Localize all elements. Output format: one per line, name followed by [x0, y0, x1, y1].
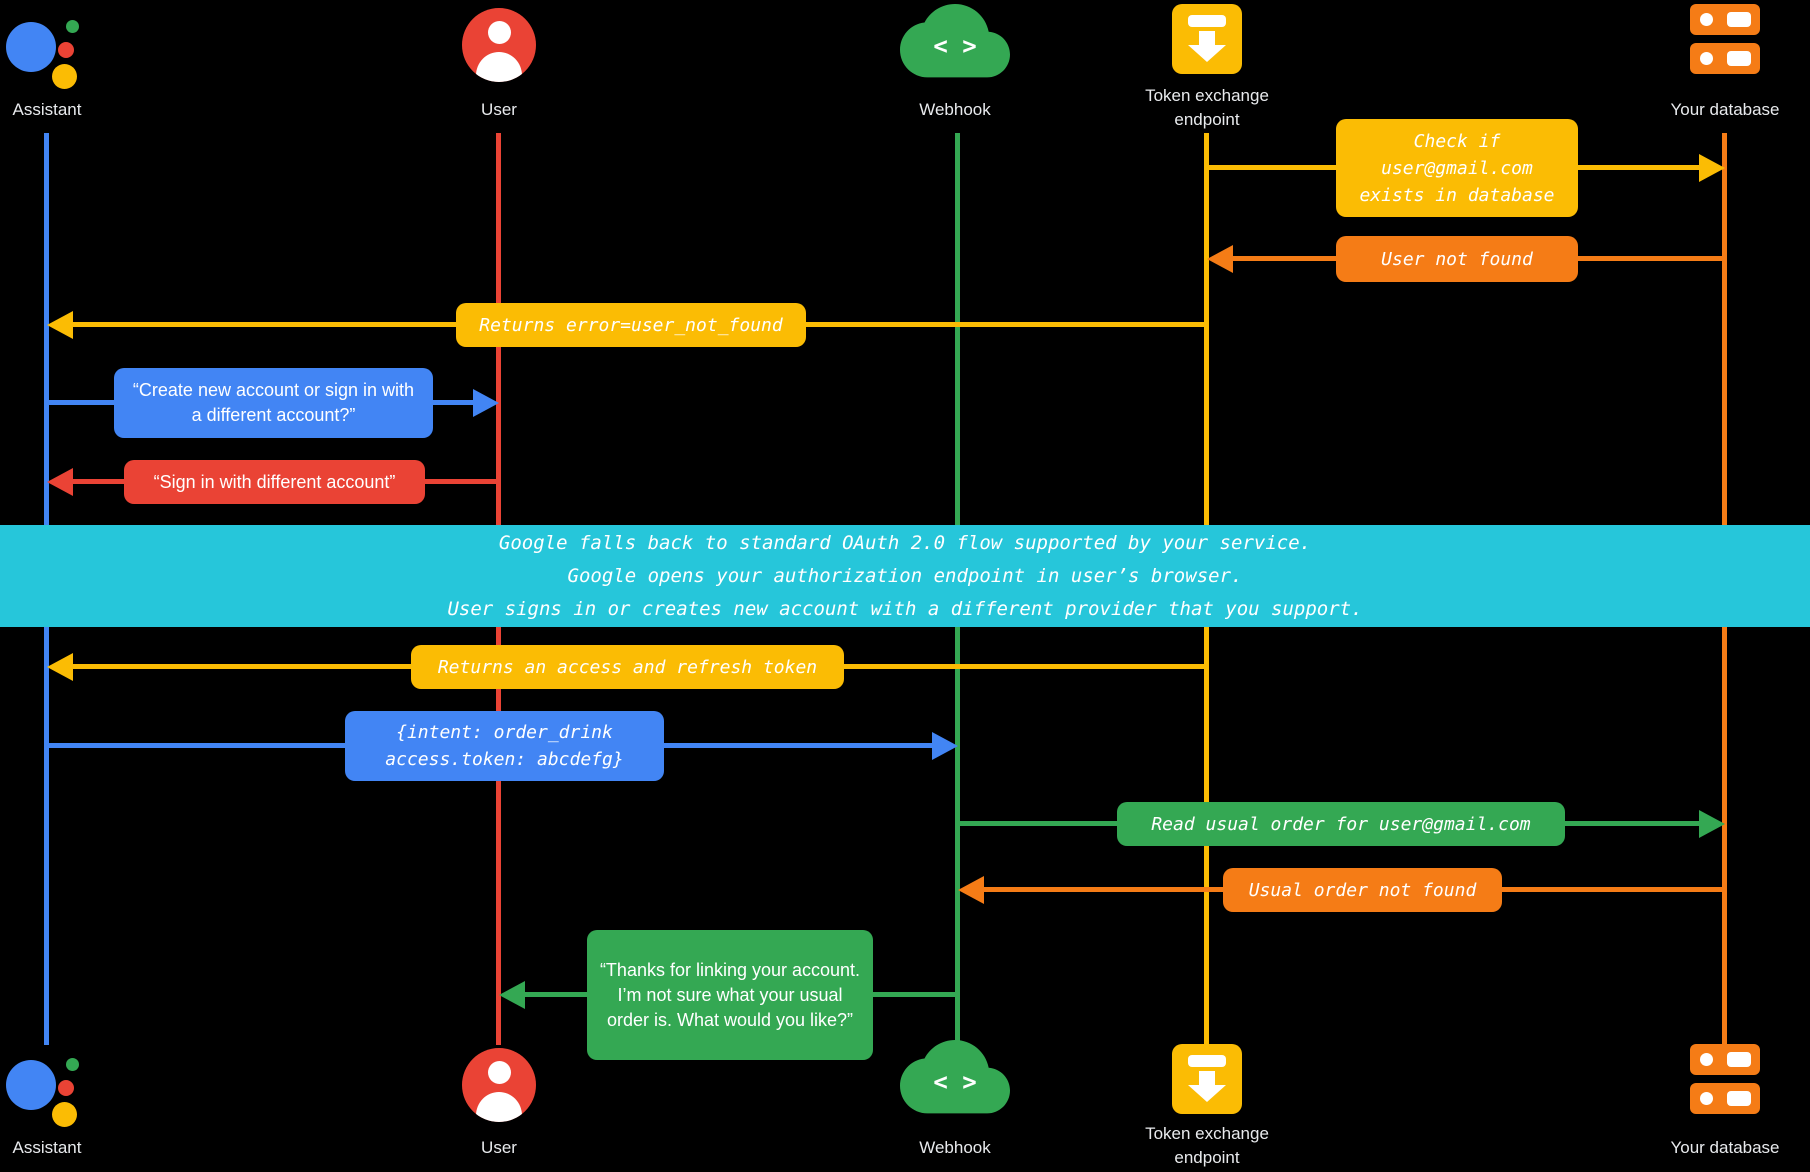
- cloud-shape: [900, 4, 1010, 78]
- actor-label-webhook: Webhook: [919, 100, 991, 119]
- cloud-shape: [900, 1040, 1010, 1114]
- database-icon: [1690, 1044, 1760, 1114]
- assistant-blue-dot: [6, 1060, 56, 1110]
- database-led-dot: [1700, 13, 1713, 26]
- user-icon: [462, 8, 536, 82]
- message-intent-order-drink: {intent: order_drink access.token: abcde…: [345, 711, 664, 781]
- database-row: [1690, 1044, 1760, 1075]
- arrowhead: [47, 311, 73, 339]
- assistant-yellow-dot: [52, 64, 77, 89]
- user-icon: [462, 1048, 536, 1122]
- assistant-green-dot: [66, 20, 79, 33]
- banner-text: Google falls back to standard OAuth 2.0 …: [447, 531, 1363, 620]
- message-user-not-found: User not found: [1336, 236, 1578, 282]
- token-arrow-stem: [1199, 1071, 1215, 1085]
- message-check-user-exists: Check if user@gmail.com exists in databa…: [1336, 119, 1578, 217]
- database-led-dot: [1700, 1053, 1713, 1066]
- message-returns-tokens: Returns an access and refresh token: [411, 645, 844, 689]
- database-led-dot: [1700, 1092, 1713, 1105]
- arrowhead: [958, 876, 984, 904]
- arrowhead: [47, 468, 73, 496]
- message-create-account-prompt: “Create new account or sign in with a di…: [114, 368, 433, 438]
- webhook-cloud-icon: < >: [900, 4, 1010, 82]
- user-body-shape: [476, 1092, 522, 1122]
- database-slot: [1727, 12, 1751, 27]
- actor-label-user: User: [481, 100, 517, 119]
- actor-label-token-exchange: Token exchange endpoint: [1145, 86, 1269, 129]
- token-bar-shape: [1188, 1055, 1226, 1067]
- code-brackets-glyph: < >: [933, 1068, 977, 1096]
- code-brackets-glyph: < >: [933, 32, 977, 60]
- webhook-cloud-icon: < >: [900, 1040, 1010, 1118]
- actor-label-webhook-bottom: Webhook: [919, 1138, 991, 1157]
- message-returns-error: Returns error=user_not_found: [456, 303, 806, 347]
- google-assistant-icon: [4, 6, 92, 94]
- actor-label-database: Your database: [1670, 100, 1780, 119]
- actor-label-database-bottom: Your database: [1670, 1138, 1780, 1157]
- arrowhead: [499, 981, 525, 1009]
- user-head-shape: [488, 1061, 511, 1084]
- user-head-shape: [488, 21, 511, 44]
- database-slot: [1727, 51, 1751, 66]
- google-assistant-icon: [4, 1044, 92, 1132]
- arrowhead: [932, 732, 958, 760]
- oauth-fallback-banner: Google falls back to standard OAuth 2.0 …: [0, 525, 1810, 627]
- assistant-green-dot: [66, 1058, 79, 1071]
- arrowhead: [47, 653, 73, 681]
- actor-label-assistant-bottom: Assistant: [12, 1138, 82, 1157]
- message-sign-in-different-account: “Sign in with different account”: [124, 460, 425, 504]
- database-slot: [1727, 1091, 1751, 1106]
- token-exchange-icon: [1172, 4, 1242, 74]
- actor-label-assistant: Assistant: [12, 100, 82, 119]
- actor-label-user-bottom: User: [481, 1138, 517, 1157]
- database-row: [1690, 1083, 1760, 1114]
- assistant-yellow-dot: [52, 1102, 77, 1127]
- arrowhead: [1207, 245, 1233, 273]
- arrowhead: [1699, 154, 1725, 182]
- token-arrow-tip: [1188, 45, 1226, 62]
- token-arrow-stem: [1199, 31, 1215, 45]
- assistant-blue-dot: [6, 22, 56, 72]
- message-usual-order-not-found: Usual order not found: [1223, 868, 1502, 912]
- database-row: [1690, 43, 1760, 74]
- token-arrow-tip: [1188, 1085, 1226, 1102]
- message-thanks-for-linking: “Thanks for linking your account. I’m no…: [587, 930, 873, 1060]
- user-body-shape: [476, 52, 522, 82]
- arrowhead: [473, 389, 499, 417]
- actor-label-token-exchange-bottom: Token exchange endpoint: [1145, 1124, 1269, 1167]
- message-read-usual-order: Read usual order for user@gmail.com: [1117, 802, 1565, 846]
- database-slot: [1727, 1052, 1751, 1067]
- assistant-red-dot: [58, 1080, 74, 1096]
- database-led-dot: [1700, 52, 1713, 65]
- token-exchange-icon: [1172, 1044, 1242, 1114]
- assistant-red-dot: [58, 42, 74, 58]
- arrowhead: [1699, 810, 1725, 838]
- database-icon: [1690, 4, 1760, 74]
- database-row: [1690, 4, 1760, 35]
- token-bar-shape: [1188, 15, 1226, 27]
